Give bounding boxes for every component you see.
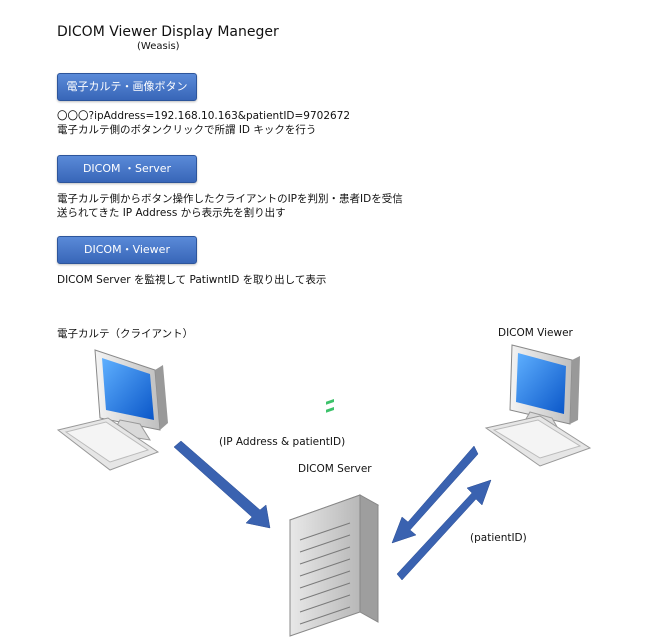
server-label: DICOM Server xyxy=(298,463,372,475)
viewer-label: DICOM Viewer xyxy=(498,327,573,339)
client-label: 電子カルテ（クライアント） xyxy=(57,328,194,340)
emr-url-text: 〇〇〇?ipAddress=192.168.10.163&patientID=9… xyxy=(57,110,351,122)
server-description-line-2: 送られてきた IP Address から表示先を割り出す xyxy=(57,207,286,219)
client-computer-icon xyxy=(56,349,168,471)
page-title: DICOM Viewer Display Maneger xyxy=(57,24,279,40)
arrow-client-to-server xyxy=(173,440,271,529)
dicom-server-button[interactable]: DICOM ・Server xyxy=(57,155,197,183)
emr-image-button[interactable]: 電子カルテ・画像ボタン xyxy=(57,73,197,101)
server-tower-icon xyxy=(288,398,380,637)
dicom-viewer-button[interactable]: DICOM・Viewer xyxy=(57,236,197,264)
arrow-server-to-viewer xyxy=(391,445,479,544)
arrow-ip-patient-label: (IP Address & patientID) xyxy=(219,436,346,448)
server-description-line-1: 電子カルテ側からボタン操作したクライアントのIPを判別・患者IDを受信 xyxy=(57,193,403,205)
arrow-patient-label: (patientID) xyxy=(470,532,527,544)
emr-description-text: 電子カルテ側のボタンクリックで所謂 ID キックを行う xyxy=(57,124,317,136)
viewer-computer-icon xyxy=(484,344,592,467)
arrow-viewer-to-server xyxy=(396,479,492,581)
viewer-description-text: DICOM Server を監視して PatiwntID を取り出して表示 xyxy=(57,274,327,286)
page-subtitle: (Weasis) xyxy=(137,41,180,52)
